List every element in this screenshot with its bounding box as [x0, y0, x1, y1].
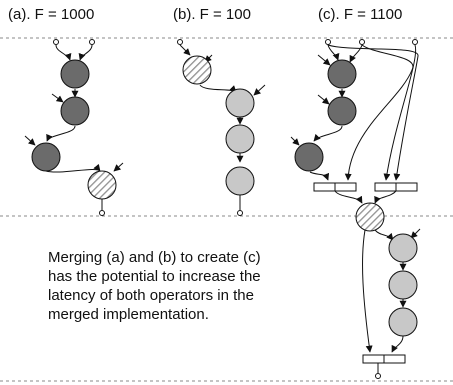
- edge-mux2-shared: [374, 190, 397, 204]
- panel-label-b: (b). F = 100: [173, 6, 251, 23]
- port-c-in-2: [359, 39, 365, 45]
- port-c-in-3: [412, 39, 418, 45]
- caption-line-1: Merging (a) and (b) to create (c): [48, 249, 261, 266]
- edge-c-in-1-mux2: [327, 44, 419, 181]
- panel-c-nodes: [294, 59, 418, 337]
- panel-a-nodes: [31, 59, 117, 200]
- port-b-in: [177, 39, 183, 45]
- edge-c-side-3: [290, 136, 300, 146]
- panel-label-c: (c). F = 1100: [318, 6, 403, 23]
- edge-c-in-1: [327, 44, 340, 61]
- edge-c-3-mux1: [309, 171, 330, 181]
- edge-a-side-3: [24, 135, 36, 146]
- panel-a-diagram: [24, 39, 124, 216]
- edge-mux1-shared: [334, 190, 363, 204]
- edge-c-side-4: [410, 228, 421, 239]
- panel-c-diagram: [290, 39, 421, 379]
- multiplexer-2-left: [374, 182, 397, 192]
- panel-label-a: (a). F = 1000: [8, 6, 95, 23]
- operator-c-b2: [388, 270, 418, 300]
- edge-c-in-2-mux1: [344, 44, 414, 181]
- edge-b-in: [179, 44, 191, 56]
- caption: Merging (a) and (b) to create (c) has th…: [48, 248, 320, 324]
- operator-a-2: [60, 96, 90, 126]
- operator-a-3: [31, 142, 61, 172]
- port-a-in-1: [53, 39, 59, 45]
- shared-operator-a: [87, 170, 117, 200]
- caption-line-4: merged implementation.: [48, 306, 209, 323]
- edge-b-1-2: [199, 84, 237, 93]
- edge-c-side-1: [317, 54, 331, 66]
- edge-a-in-1: [55, 44, 72, 61]
- edge-c-in-3-mux2: [383, 44, 417, 181]
- operator-b-2: [225, 124, 255, 154]
- edge-a-2-3: [46, 125, 76, 142]
- operator-c-b3: [388, 307, 418, 337]
- multiplexer-3-left: [362, 354, 385, 364]
- shared-operator-c: [355, 202, 385, 232]
- port-c-out: [375, 373, 381, 379]
- edge-c-2-3: [313, 125, 343, 142]
- multiplexer-1-right: [334, 182, 357, 192]
- shared-operator-b: [182, 55, 212, 85]
- panel-b-nodes: [182, 55, 255, 196]
- caption-line-3: latency of both operators in the: [48, 287, 254, 304]
- port-a-out: [99, 210, 105, 216]
- port-b-out: [237, 210, 243, 216]
- operator-a-1: [60, 59, 90, 89]
- operator-b-3: [225, 166, 255, 196]
- multiplexer-3-right: [383, 354, 406, 364]
- edge-a-side-2: [51, 93, 64, 103]
- edge-a-in-2: [78, 44, 93, 61]
- operator-c-a2: [327, 96, 357, 126]
- port-c-in-1: [325, 39, 331, 45]
- operator-c-b1: [388, 233, 418, 263]
- edge-shared-mux3-left: [362, 229, 373, 353]
- operator-b-1: [225, 88, 255, 118]
- caption-line-2: has the potential to increase the: [48, 268, 261, 285]
- edge-c-in-2: [349, 44, 363, 63]
- edge-shared-c4: [374, 229, 394, 241]
- edge-b-side-2: [253, 84, 266, 96]
- edge-c-6-mux3: [391, 335, 404, 353]
- edge-a-3-4: [45, 163, 101, 173]
- operator-c-a3: [294, 142, 324, 172]
- operator-c-a1: [327, 59, 357, 89]
- divider-lines: [0, 37, 453, 382]
- edge-c-side-2: [317, 94, 330, 105]
- multiplexer-1-left: [313, 182, 336, 192]
- edge-a-side-4: [113, 162, 124, 172]
- port-a-in-2: [89, 39, 95, 45]
- multiplexer-2-right: [395, 182, 418, 192]
